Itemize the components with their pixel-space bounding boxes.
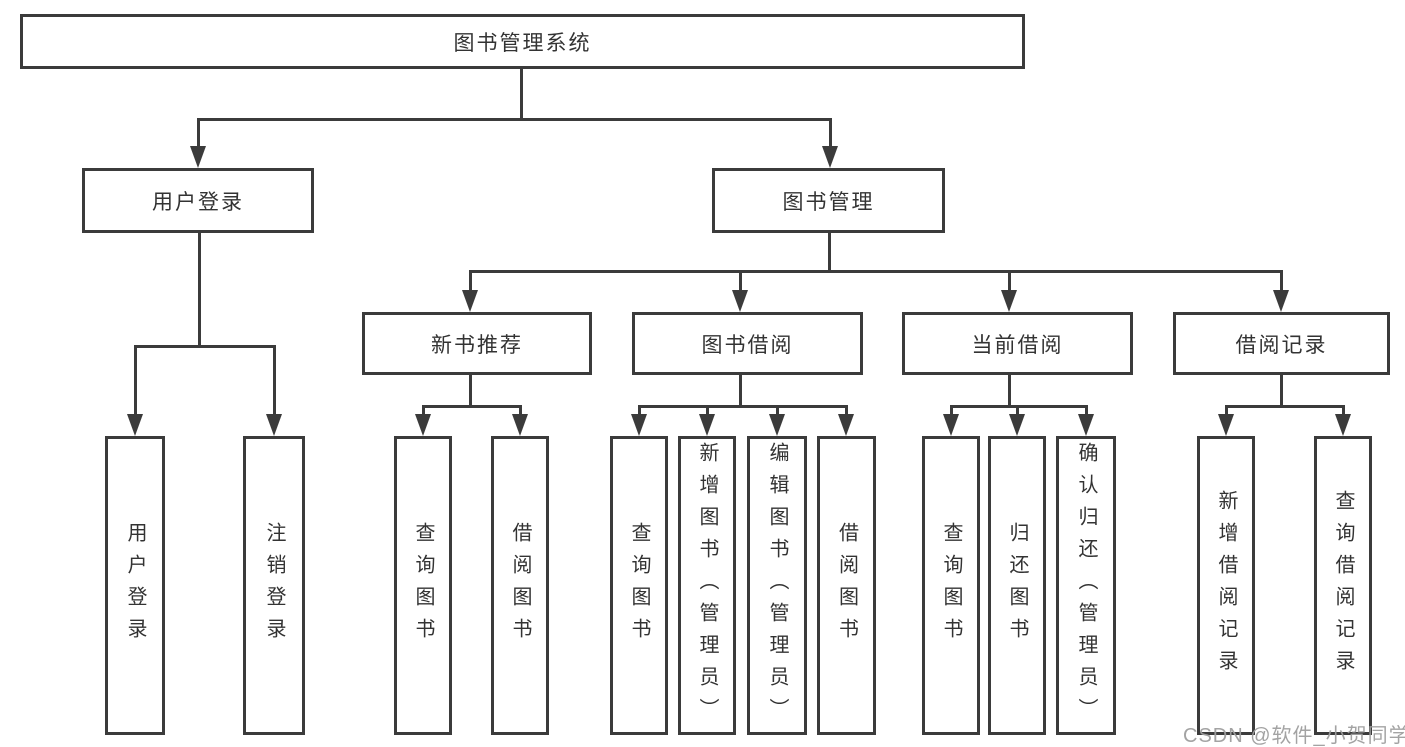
arrowhead-down-icon: [732, 290, 748, 312]
leaf-edit-book-admin: 编辑图书（管理员）: [747, 436, 807, 735]
connector-line: [1008, 375, 1011, 407]
connector-line: [776, 405, 779, 417]
connector-line: [469, 375, 472, 407]
connector-line: [706, 405, 709, 417]
leaf-confirm-return-admin-label: 确认归还（管理员）: [1075, 441, 1097, 730]
arrowhead-down-icon: [415, 414, 431, 436]
node-book-borrow: 图书借阅: [632, 312, 863, 375]
leaf-return-book-label: 归还图书: [1006, 521, 1028, 650]
connector-line: [638, 405, 847, 408]
node-root-label: 图书管理系统: [453, 31, 592, 55]
connector-line: [739, 270, 742, 292]
connector-line: [1225, 405, 1344, 408]
node-book-borrow-label: 图书借阅: [701, 333, 794, 357]
leaf-logout-label: 注销登录: [263, 521, 285, 650]
leaf-user-login: 用户登录: [105, 436, 165, 735]
arrowhead-down-icon: [1001, 290, 1017, 312]
leaf-query-books-current: 查询图书: [922, 436, 980, 735]
leaf-query-borrow-record: 查询借阅记录: [1314, 436, 1372, 735]
node-book-management-label: 图书管理: [782, 190, 875, 214]
connector-line: [1225, 405, 1228, 417]
leaf-return-book: 归还图书: [988, 436, 1046, 735]
leaf-query-books-borrow: 查询图书: [610, 436, 668, 735]
arrowhead-down-icon: [943, 414, 959, 436]
leaf-add-book-admin-label: 新增图书（管理员）: [696, 441, 718, 730]
leaf-borrow-books: 借阅图书: [817, 436, 876, 735]
node-book-management: 图书管理: [712, 168, 945, 233]
leaf-logout: 注销登录: [243, 436, 305, 735]
connector-line: [134, 345, 137, 416]
connector-line: [1280, 270, 1283, 292]
arrowhead-down-icon: [699, 414, 715, 436]
arrowhead-down-icon: [1009, 414, 1025, 436]
connector-line: [1085, 405, 1088, 417]
node-new-book-recommend-label: 新书推荐: [431, 333, 523, 357]
arrowhead-down-icon: [838, 414, 854, 436]
node-user-login: 用户登录: [82, 168, 314, 233]
node-user-login-label: 用户登录: [152, 190, 244, 214]
node-current-borrow: 当前借阅: [902, 312, 1133, 375]
leaf-query-books-current-label: 查询图书: [940, 521, 962, 650]
connector-line: [828, 233, 831, 273]
connector-line: [422, 405, 425, 417]
connector-line: [519, 405, 522, 417]
connector-line: [273, 345, 276, 416]
connector-line: [638, 405, 641, 417]
connector-line: [845, 405, 848, 417]
node-borrow-records: 借阅记录: [1173, 312, 1390, 375]
node-current-borrow-label: 当前借阅: [971, 333, 1064, 357]
connector-line: [1016, 405, 1019, 417]
connector-line: [1280, 375, 1283, 407]
connector-line: [1342, 405, 1345, 417]
leaf-add-book-admin: 新增图书（管理员）: [678, 436, 736, 735]
csdn-watermark: CSDN @软件_小贺同学: [1183, 725, 1405, 747]
connector-line: [950, 405, 953, 417]
connector-line: [469, 270, 1282, 273]
node-borrow-records-label: 借阅记录: [1235, 333, 1328, 357]
arrowhead-down-icon: [266, 414, 282, 436]
connector-line: [197, 118, 831, 121]
arrowhead-down-icon: [769, 414, 785, 436]
leaf-edit-book-admin-label: 编辑图书（管理员）: [766, 441, 788, 730]
connector-line: [739, 375, 742, 407]
leaf-add-borrow-record-label: 新增借阅记录: [1215, 489, 1237, 682]
node-new-book-recommend: 新书推荐: [362, 312, 592, 375]
leaf-borrow-books-recommend-label: 借阅图书: [509, 521, 531, 650]
arrowhead-down-icon: [127, 414, 143, 436]
connector-line: [197, 118, 200, 148]
arrowhead-down-icon: [822, 146, 838, 168]
arrowhead-down-icon: [512, 414, 528, 436]
leaf-confirm-return-admin: 确认归还（管理员）: [1056, 436, 1116, 735]
leaf-query-books-borrow-label: 查询图书: [628, 521, 650, 650]
connector-line: [1008, 270, 1011, 292]
leaf-query-books-recommend-label: 查询图书: [412, 521, 434, 650]
arrowhead-down-icon: [1078, 414, 1094, 436]
arrowhead-down-icon: [631, 414, 647, 436]
arrowhead-down-icon: [1218, 414, 1234, 436]
connector-line: [134, 345, 275, 348]
leaf-borrow-books-recommend: 借阅图书: [491, 436, 549, 735]
leaf-add-borrow-record: 新增借阅记录: [1197, 436, 1255, 735]
connector-line: [520, 69, 523, 121]
arrowhead-down-icon: [1335, 414, 1351, 436]
arrowhead-down-icon: [1273, 290, 1289, 312]
connector-line: [469, 270, 472, 292]
leaf-query-borrow-record-label: 查询借阅记录: [1332, 489, 1354, 682]
node-root: 图书管理系统: [20, 14, 1025, 69]
arrowhead-down-icon: [190, 146, 206, 168]
leaf-user-login-label: 用户登录: [124, 521, 146, 650]
arrowhead-down-icon: [462, 290, 478, 312]
leaf-query-books-recommend: 查询图书: [394, 436, 452, 735]
connector-line: [198, 233, 201, 347]
leaf-borrow-books-label: 借阅图书: [835, 521, 858, 650]
connector-line: [422, 405, 521, 408]
connector-line: [829, 118, 832, 148]
